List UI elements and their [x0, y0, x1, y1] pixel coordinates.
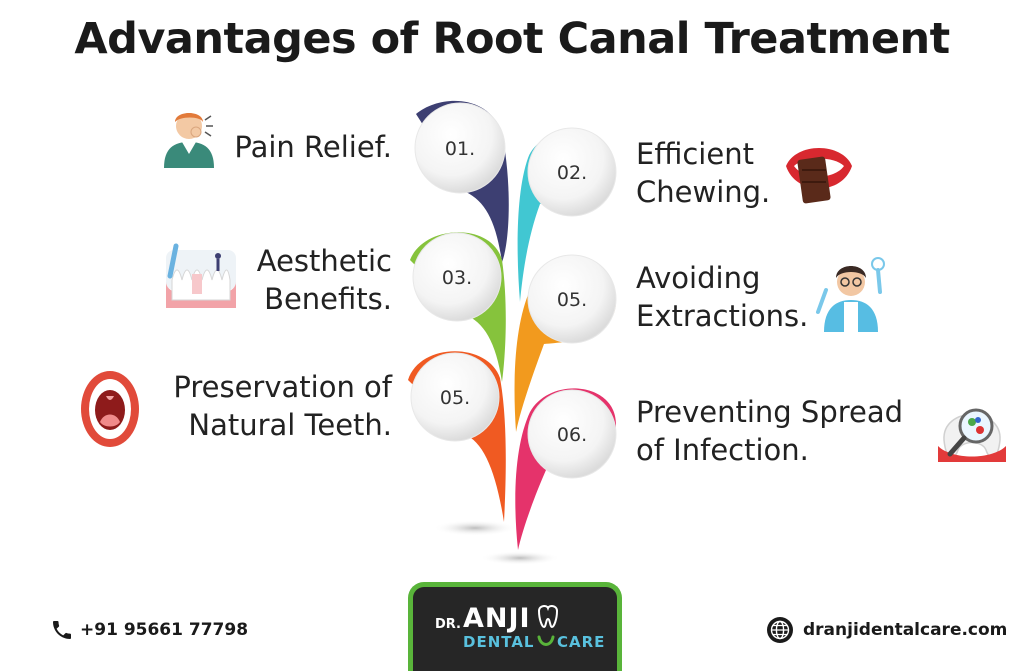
label-line: Benefits.: [264, 282, 392, 316]
tooth-logo-icon: [537, 605, 559, 629]
pin-number: 06.: [557, 424, 587, 446]
pin-number: 05.: [440, 387, 470, 409]
label-line: Preservation of: [173, 370, 392, 404]
pin-number: 03.: [442, 267, 472, 289]
advantage-label-preservation: Preservation of Natural Teeth.: [120, 368, 392, 444]
label-line: Chewing.: [636, 175, 771, 209]
pin-shadow: [480, 551, 560, 565]
label-line: Preventing Spread: [636, 395, 904, 429]
logo-dental: DENTAL: [463, 633, 535, 651]
teeth-cleaning-icon: [166, 243, 236, 308]
pin-shadow: [433, 520, 517, 536]
advantage-label-preventing-spread: Preventing Spread of Infection.: [636, 393, 936, 469]
pin-ball-05a: 05.: [527, 254, 617, 344]
logo-name: ANJI: [463, 603, 531, 634]
pin-ball-01: 01.: [414, 102, 506, 194]
pin-ball-02: 02.: [527, 127, 617, 217]
pin-infographic: 01. 02. 03. 05. 05. 06.: [408, 100, 617, 565]
label-line: Natural Teeth.: [188, 408, 392, 442]
dentist-icon: [816, 257, 885, 332]
pin-number: 01.: [445, 138, 475, 160]
globe-icon: [767, 617, 793, 643]
phone-icon: [53, 621, 71, 639]
label-line: Pain Relief.: [234, 130, 392, 164]
advantage-label-aesthetic-benefits: Aesthetic Benefits.: [200, 242, 392, 318]
pin-number: 02.: [557, 162, 587, 184]
label-line: Efficient: [636, 137, 754, 171]
logo-care: CARE: [557, 633, 606, 651]
label-line: of Infection.: [636, 433, 809, 467]
pin-ball-03: 03.: [412, 232, 502, 322]
open-mouth-icon: [81, 371, 139, 447]
brand-logo: DR. ANJI DENTAL CARE: [408, 582, 622, 671]
label-line: Aesthetic: [256, 244, 392, 278]
pin-ball-05b: 05.: [410, 352, 500, 442]
advantage-label-pain-relief: Pain Relief.: [200, 128, 392, 166]
logo-dr: DR.: [435, 617, 461, 632]
smile-logo-icon: [537, 635, 555, 646]
label-line: Avoiding: [636, 261, 761, 295]
chocolate-mouth-icon: [786, 148, 852, 204]
website-link[interactable]: dranjidentalcare.com: [803, 620, 1008, 640]
pin-ball-06: 06.: [527, 389, 617, 479]
label-line: Extractions.: [636, 299, 809, 333]
advantage-label-avoiding-extractions: Avoiding Extractions.: [636, 259, 836, 335]
infected-tooth-icon: [938, 408, 1006, 462]
pain-person-icon: [164, 113, 214, 168]
pin-number: 05.: [557, 289, 587, 311]
advantage-label-efficient-chewing: Efficient Chewing.: [636, 135, 836, 211]
phone-number[interactable]: +91 95661 77798: [80, 620, 249, 640]
page-title: Advantages of Root Canal Treatment: [74, 14, 950, 64]
